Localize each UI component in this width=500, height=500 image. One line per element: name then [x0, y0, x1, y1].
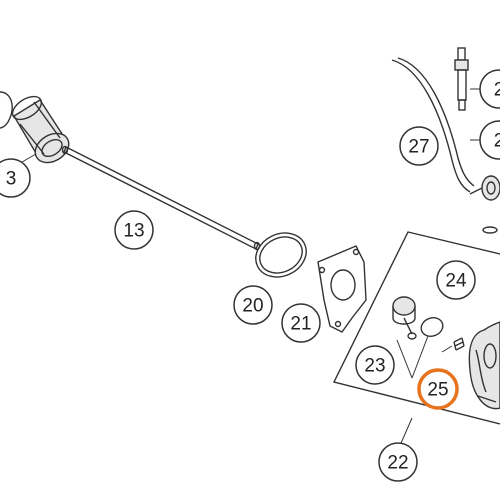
- small-o-ring-part: [420, 317, 444, 337]
- callout-label: 27: [408, 137, 429, 158]
- callout-21: 21: [281, 303, 321, 343]
- callout-3: 3: [0, 158, 31, 198]
- callout-2-mid: 2: [479, 120, 500, 160]
- callout-25: 25: [417, 368, 459, 410]
- sleeve-bushing-part: [11, 95, 70, 164]
- hydraulic-hose-part: [391, 57, 475, 193]
- bleed-nipple-part: [454, 47, 469, 111]
- callout-circle: [114, 210, 154, 250]
- piston-cap-part: [392, 296, 417, 340]
- callout-circle: [233, 285, 273, 325]
- callout-circle: [281, 303, 321, 343]
- partial-ring-part: [0, 91, 13, 129]
- callout-27: 27: [399, 126, 439, 166]
- callout-label: 21: [290, 314, 311, 335]
- callout-circle: [417, 368, 459, 410]
- callout-circle: [0, 158, 31, 198]
- callout-circle: [479, 69, 500, 109]
- callout-circle: [479, 120, 500, 160]
- callout-label: 23: [364, 356, 385, 377]
- callout-label: 2: [494, 80, 500, 101]
- callout-label: 3: [6, 169, 17, 190]
- callout-2-top: 2: [479, 69, 500, 109]
- callout-circle: [436, 260, 476, 300]
- callout-20: 20: [233, 285, 273, 325]
- callout-24: 24: [436, 260, 476, 300]
- callout-label: 22: [387, 453, 408, 474]
- callout-label: 24: [445, 271, 467, 292]
- callout-22: 22: [378, 442, 418, 482]
- push-rod-part: [61, 145, 261, 251]
- callout-circle: [399, 126, 439, 166]
- callout-circle: [355, 345, 395, 385]
- callout-23: 23: [355, 345, 395, 385]
- callout-label: 25: [427, 380, 448, 401]
- small-spring-part: [453, 337, 465, 351]
- callout-label: 2: [494, 131, 500, 152]
- assembly-frame: [332, 231, 500, 425]
- o-ring-part: [255, 232, 307, 278]
- gasket-part: [317, 245, 367, 333]
- banjo-fitting-part: [469, 175, 500, 201]
- callout-label: 13: [123, 221, 144, 242]
- slave-cylinder-body-part: [468, 321, 500, 410]
- callout-circle: [378, 442, 418, 482]
- callout-label: 20: [242, 296, 263, 317]
- callout-13: 13: [114, 210, 154, 250]
